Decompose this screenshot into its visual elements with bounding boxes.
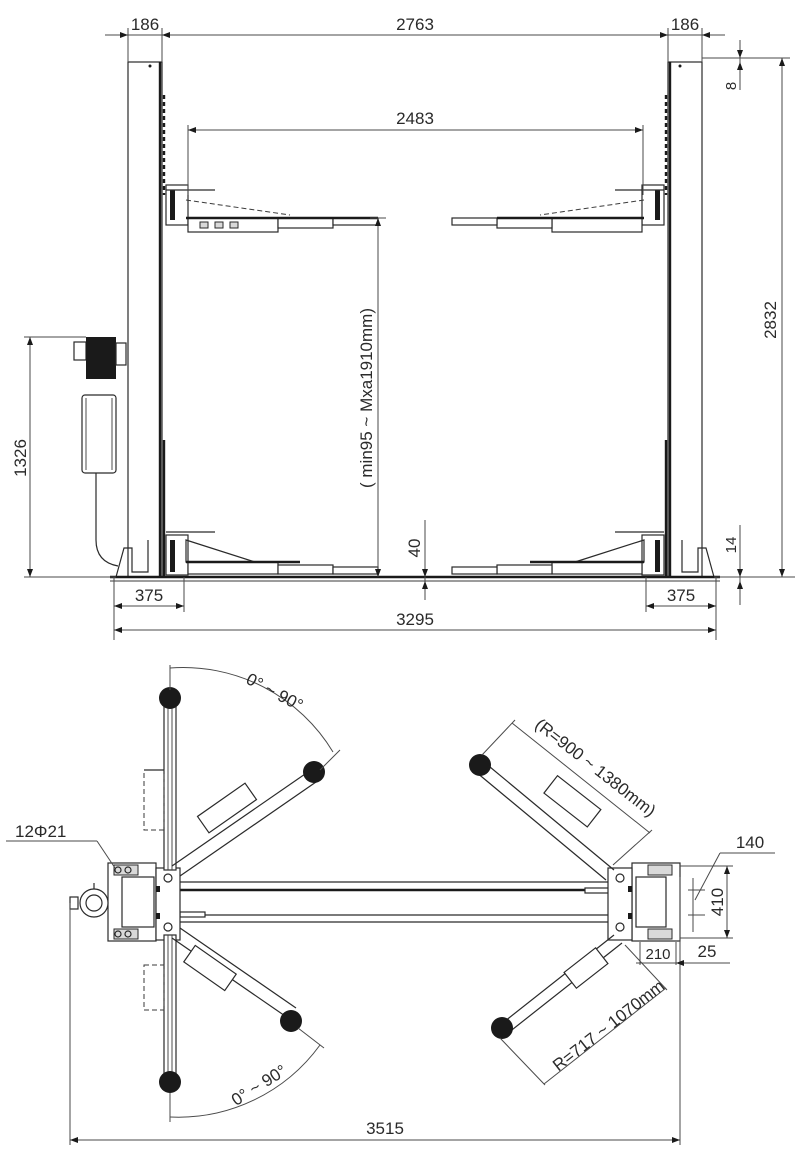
left-arm-upper-diagonal [171,761,325,877]
dim-overall-width-front: 3295 [114,610,716,633]
plan-view: 0° ~ 90° 0° ~ 90° (R=900 ~ 1380mm) R=717… [6,665,775,1145]
base-edge-label: 25 [698,942,717,961]
dim-post-width-left: 186 [131,15,159,34]
power-unit-plan [69,883,109,1145]
dim-pad-clearance-label: 40 [405,539,424,558]
left-lower-arm [165,531,379,576]
right-lower-arm [451,531,665,576]
short-arm-reach-label: R=717 ~ 1070mm [549,976,668,1075]
right-arm-upper-diagonal [469,754,615,881]
left-arm-upper-folded [143,687,181,871]
dim-power-unit-height: 1326 [11,336,116,578]
dim-base-plate: 14 [723,525,743,605]
cross-beams [179,881,611,923]
dim-base-widths: 375 375 [113,577,717,640]
dim-base-depth: 140 [688,833,775,932]
dim-lift-height: ( min95 ~ Mxa1910mm) [357,217,386,577]
anchor-bolts-label: 12Φ21 [15,822,66,841]
front-elevation-view: 186 2763 186 2483 ( min95 ~ Mxa1910mm) [11,15,795,640]
dim-base-plate-label: 14 [723,537,740,554]
dim-base-left-label: 375 [135,586,163,605]
dim-top-offset: 8 [702,40,790,90]
right-post [664,61,715,578]
dim-overall-height-label: 2832 [761,301,780,339]
dim-power-unit-height-label: 1326 [11,439,30,477]
dim-overall-height: 2832 [714,58,795,578]
dim-pad-clearance: 40 [405,520,428,600]
power-unit [73,337,127,567]
dim-post-width-right: 186 [671,15,699,34]
dim-arm-span-label: 2483 [396,109,434,128]
dim-base-length: 410 [680,865,733,939]
dim-base-width: 210 25 [636,942,730,966]
left-upper-arm [165,184,379,233]
dim-overall-width-plan: 3515 [70,1119,680,1143]
anchor-bolt-callout: 12Φ21 [6,822,116,869]
right-column-base [607,862,681,1145]
dim-top-offset-label: 8 [723,82,740,90]
base-depth-label: 140 [736,833,764,852]
overall-width-plan-label: 3515 [366,1119,404,1138]
swing-angle-bottom-label: 0° ~ 90° [228,1061,290,1110]
base-width-label: 210 [645,946,670,963]
dim-inner-span: 2763 [396,15,434,34]
left-arm-lower-diagonal [171,927,302,1032]
dim-arm-span: 2483 [187,109,644,195]
dim-top-row: 186 2763 186 [105,15,725,62]
dim-base-right-label: 375 [667,586,695,605]
dim-overall-width-front-label: 3295 [396,610,434,629]
dim-lift-height-label: ( min95 ~ Mxa1910mm) [357,308,376,488]
left-post [115,61,166,578]
right-arm-lower-diagonal [491,934,623,1039]
swing-angle-top: 0° ~ 90° [169,665,341,771]
left-column-base [107,862,181,942]
right-upper-arm [451,184,665,233]
base-length-label: 410 [708,888,727,916]
swing-angle-top-label: 0° ~ 90° [243,669,306,715]
swing-angle-bottom: 0° ~ 90° [169,1027,325,1122]
left-arm-lower-folded [143,934,181,1093]
